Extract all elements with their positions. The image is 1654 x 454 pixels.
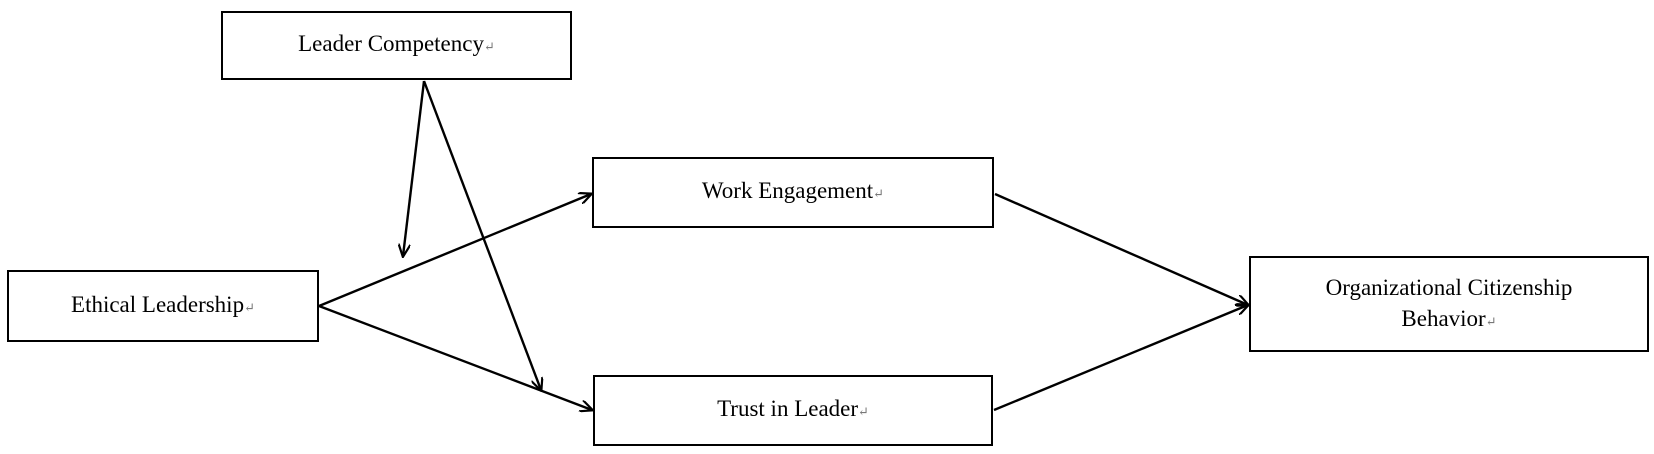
node-ocb-label-line1: Organizational Citizenship (1325, 274, 1573, 300)
node-trust-in-leader: Trust in Leader↵ (593, 375, 993, 446)
node-work-engagement-label: Work Engagement (701, 178, 874, 203)
arrow-ethical-to-work-engagement (318, 194, 591, 308)
node-organizational-citizenship-behavior: Organizational Citizenship Behavior↵ (1249, 256, 1649, 352)
paragraph-mark-icon: ↵ (873, 186, 885, 201)
paragraph-mark-icon: ↵ (244, 299, 255, 315)
node-ocb-label-line2: Behavior (1401, 305, 1486, 331)
arrow-competency-moderates-work-engagement-path (403, 80, 426, 256)
arrow-work-engagement-to-ocb (994, 192, 1248, 305)
node-ethical-leadership-label: Ethical Leadership (71, 291, 245, 317)
arrow-ethical-to-trust (318, 304, 592, 410)
arrow-trust-to-ocb (993, 305, 1248, 412)
paragraph-mark-icon: ↵ (483, 39, 495, 54)
node-trust-in-leader-label: Trust in Leader (717, 396, 859, 421)
node-leader-competency: Leader Competency↵ (221, 11, 572, 80)
paragraph-mark-icon: ↵ (858, 404, 869, 419)
node-ethical-leadership: Ethical Leadership↵ (7, 270, 319, 342)
arrow-competency-moderates-trust-path (422, 80, 541, 390)
paragraph-mark-icon: ↵ (1485, 313, 1497, 329)
node-leader-competency-label: Leader Competency (298, 31, 484, 56)
node-work-engagement: Work Engagement↵ (592, 157, 994, 228)
